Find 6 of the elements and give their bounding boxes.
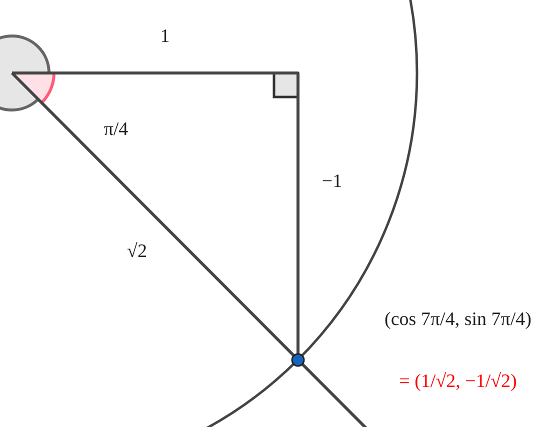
side-length-label: 1 <box>160 26 170 48</box>
side-length-label: −1 <box>322 171 342 193</box>
hypotenuse-label: √2 <box>127 241 147 263</box>
coordinate-value-label: = (1/√2, −1/√2) <box>399 371 517 393</box>
angle-label: π/4 <box>104 119 128 141</box>
coordinate-label: (cos 7π/4, sin 7π/4) <box>384 309 532 331</box>
